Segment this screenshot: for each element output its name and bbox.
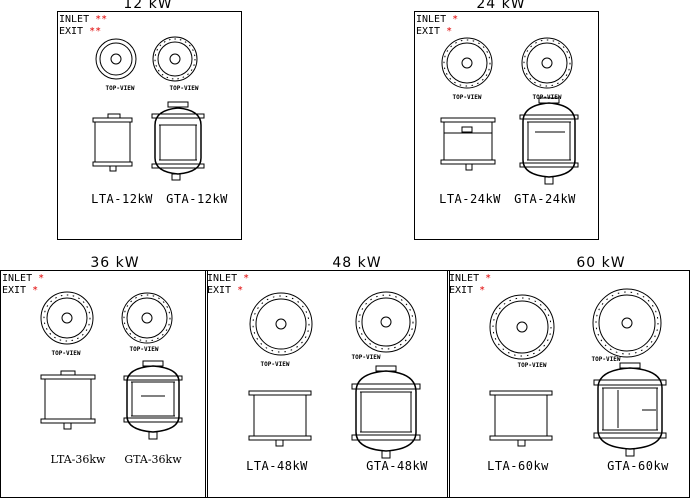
exit-label-24kw: EXIT * xyxy=(416,26,453,37)
panel-12kw xyxy=(57,11,242,240)
gta-caption-60kw: GTA-60kw xyxy=(607,459,669,473)
top-view-label: TOP-VIEW xyxy=(260,361,290,368)
exit-marker: * xyxy=(479,285,486,296)
top-view-label: TOP-VIEW xyxy=(591,356,621,363)
inlet-label-48kw: INLET * xyxy=(207,273,250,284)
lta-caption-48kw: LTA-48kW xyxy=(246,459,308,473)
exit-label-48kw: EXIT * xyxy=(207,285,244,296)
top-view-label: TOP-VIEW xyxy=(129,346,159,353)
gta-caption-12kw: GTA-12kW xyxy=(166,192,228,206)
gta-caption-24kw: GTA-24kW xyxy=(514,192,576,206)
top-view-label: TOP-VIEW xyxy=(169,85,199,92)
inlet-label-12kw: INLET ** xyxy=(59,14,108,25)
exit-marker: * xyxy=(446,26,453,37)
exit-marker: ** xyxy=(89,26,102,37)
top-view-label: TOP-VIEW xyxy=(105,85,135,92)
inlet-marker: * xyxy=(38,273,45,284)
top-view-label: TOP-VIEW xyxy=(351,354,381,361)
panel-title-24kw: 24 kW xyxy=(476,0,526,12)
inlet-label-60kw: INLET * xyxy=(449,273,492,284)
inlet-marker: * xyxy=(452,14,459,25)
panel-title-60kw: 60 kW xyxy=(576,255,626,271)
inlet-marker: * xyxy=(243,273,250,284)
exit-marker: * xyxy=(32,285,39,296)
inlet-label-24kw: INLET * xyxy=(416,14,459,25)
exit-label-60kw: EXIT * xyxy=(449,285,486,296)
top-view-label: TOP-VIEW xyxy=(452,94,482,101)
inlet-label-36kw: INLET * xyxy=(2,273,45,284)
lta-caption-36kw: LTA-36kw xyxy=(50,453,106,466)
exit-label-12kw: EXIT ** xyxy=(59,26,102,37)
inlet-marker: ** xyxy=(95,14,108,25)
panel-24kw xyxy=(414,11,599,240)
lta-caption-24kw: LTA-24kW xyxy=(439,192,501,206)
exit-label-36kw: EXIT * xyxy=(2,285,39,296)
lta-caption-12kw: LTA-12kW xyxy=(91,192,153,206)
top-view-label: TOP-VIEW xyxy=(517,362,547,369)
panel-title-36kw: 36 kW xyxy=(90,255,140,271)
exit-marker: * xyxy=(237,285,244,296)
top-view-label: TOP-VIEW xyxy=(51,350,81,357)
lta-caption-60kw: LTA-60kw xyxy=(487,459,549,473)
gta-caption-36kw: GTA-36kw xyxy=(124,453,182,466)
gta-caption-48kw: GTA-48kW xyxy=(366,459,428,473)
inlet-marker: * xyxy=(485,273,492,284)
panel-title-48kw: 48 kW xyxy=(332,255,382,271)
panel-title-12kw: 12 kW xyxy=(123,0,173,12)
